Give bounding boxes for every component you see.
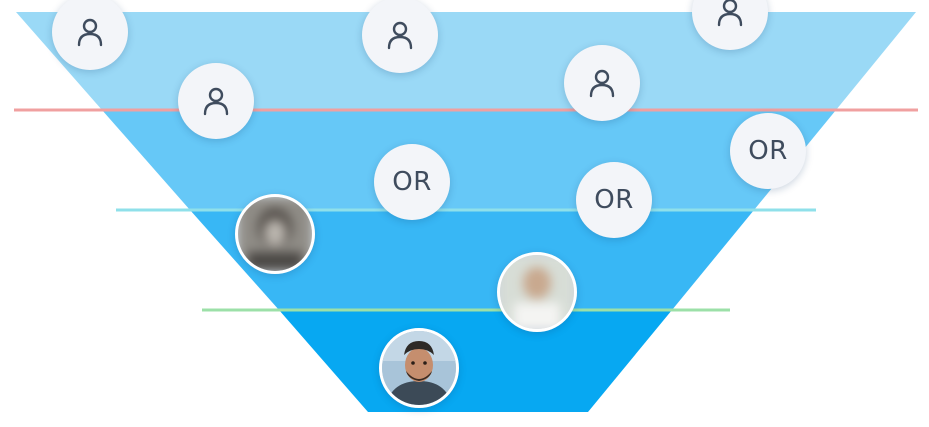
profile-photo bbox=[379, 328, 459, 408]
or-token: OR bbox=[576, 162, 652, 238]
or-token: OR bbox=[374, 144, 450, 220]
user-token bbox=[362, 0, 438, 73]
person-icon bbox=[203, 87, 229, 116]
or-label: OR bbox=[748, 136, 788, 166]
or-label: OR bbox=[392, 167, 432, 197]
profile-photo bbox=[497, 252, 577, 332]
profile-photo bbox=[235, 194, 315, 274]
funnel-band-1 bbox=[16, 12, 916, 110]
profile-photo-image bbox=[382, 331, 456, 405]
blurred-photo-image bbox=[238, 197, 312, 271]
person-icon bbox=[387, 21, 413, 50]
or-token: OR bbox=[730, 113, 806, 189]
funnel-band-2 bbox=[102, 110, 836, 210]
user-token bbox=[178, 63, 254, 139]
person-icon bbox=[717, 0, 743, 27]
or-label: OR bbox=[594, 185, 634, 215]
user-token bbox=[52, 0, 128, 70]
funnel-band-4 bbox=[279, 310, 672, 412]
user-token bbox=[564, 45, 640, 121]
blurred-photo-image bbox=[500, 255, 574, 329]
person-icon bbox=[77, 18, 103, 47]
person-icon bbox=[589, 69, 615, 98]
